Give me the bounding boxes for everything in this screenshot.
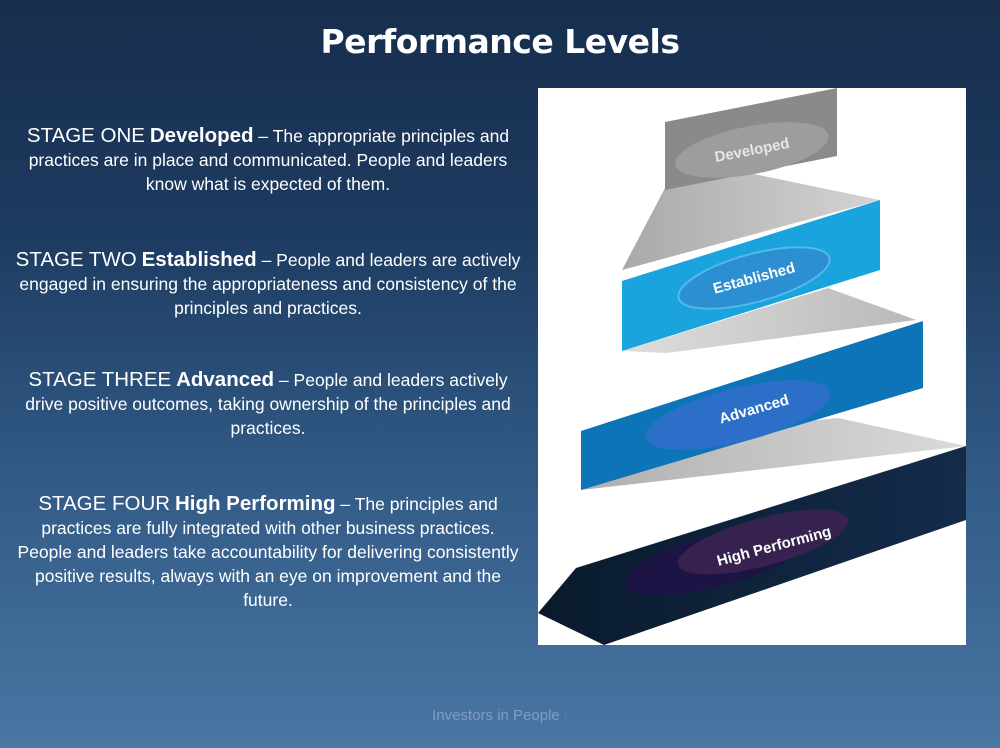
stage-four-text: STAGE FOUR High Performing – The princip…: [14, 492, 522, 612]
stage-dash: –: [258, 126, 269, 146]
stage-label: STAGE ONE: [26, 124, 145, 147]
stage-label: STAGE TWO: [15, 248, 137, 271]
zigzag-diagram: Developed Established Advanced High Perf…: [538, 88, 966, 645]
stage-name: High Performing: [174, 492, 336, 515]
stage-dash: –: [340, 494, 351, 514]
stage-name: Advanced: [176, 368, 275, 391]
stage-description: People and leaders actively drive positi…: [25, 370, 511, 438]
performance-levels-diagram: Developed Established Advanced High Perf…: [538, 88, 966, 645]
footer-brand: Investors in People |: [0, 707, 1000, 724]
stage-dash: –: [278, 370, 289, 390]
footer-text: Investors in People: [432, 707, 560, 724]
footer-mark: |: [563, 707, 568, 724]
fold-connector: [622, 172, 880, 270]
band-highlight: [677, 509, 849, 575]
band-highlight: [675, 122, 829, 178]
fold-connector: [622, 288, 916, 353]
stage-description: People and leaders are actively engaged …: [19, 250, 521, 318]
stage-label: STAGE THREE: [28, 368, 172, 391]
stage-name: Established: [141, 248, 257, 271]
stage-description: The appropriate principles and practices…: [28, 126, 510, 194]
stage-three-text: STAGE THREE Advanced – People and leader…: [14, 368, 522, 440]
stage-two-text: STAGE TWO Established – People and leade…: [14, 248, 522, 320]
page-title: Performance Levels: [320, 22, 680, 61]
stage-name: Developed: [149, 124, 254, 147]
stage-dash: –: [261, 250, 272, 270]
band-highlight: [677, 246, 831, 310]
stage-description: The principles and practices are fully i…: [17, 494, 519, 610]
band-highlight: [645, 380, 831, 450]
stage-one-text: STAGE ONE Developed – The appropriate pr…: [14, 124, 522, 196]
stage-label: STAGE FOUR: [38, 492, 171, 515]
